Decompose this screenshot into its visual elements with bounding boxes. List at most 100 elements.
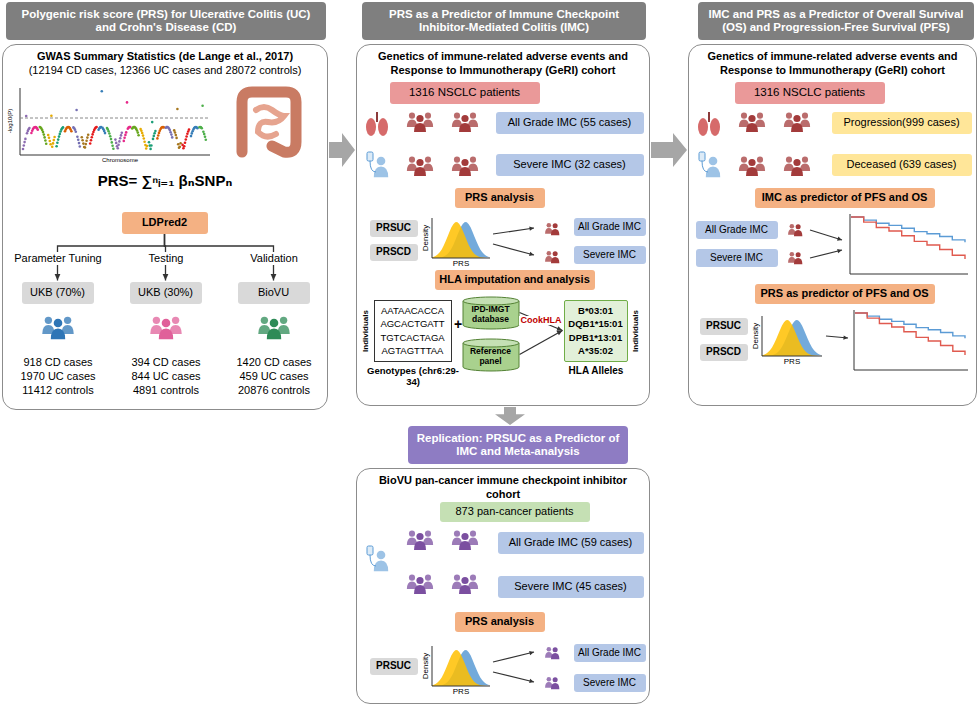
pointer-arrow (493, 672, 534, 682)
person-icon (454, 575, 460, 581)
snp-dot (156, 137, 159, 140)
snp-dot (49, 143, 52, 146)
annotation-label: Testing (146, 252, 187, 265)
score-box: PRSUC (370, 658, 418, 675)
box-text: PRSUC (706, 320, 741, 332)
snp-dot (188, 128, 191, 131)
box-text: PRSCD (376, 246, 411, 258)
survival-curve (855, 313, 965, 338)
person-icon (409, 157, 415, 163)
cylinder-body (463, 301, 519, 329)
person-icon (547, 677, 552, 682)
person-icon (746, 123, 758, 132)
snp-dot (170, 133, 173, 136)
plot-axis (762, 316, 822, 356)
edge-label: CookHLA (519, 316, 564, 326)
snp-dot (91, 133, 94, 136)
person-icon (794, 258, 802, 264)
block-arrow (651, 133, 687, 167)
connector-line (520, 331, 563, 355)
step-box: PRS analysis (455, 612, 545, 632)
box-text: PRS analysis (465, 615, 534, 628)
snp-dot (151, 121, 154, 124)
person-icon (551, 229, 559, 235)
genotype-table: AATAACACCAAGCACTGATTTGTCACTAGAAGTAGTTTAA (374, 300, 452, 362)
dataset-box: UKB (70%) (22, 282, 94, 304)
snp-dot (22, 148, 25, 151)
person-icon (547, 647, 552, 652)
box-text: All Grade IMC (578, 647, 641, 659)
annotation-label: 918 CD cases (8, 356, 108, 369)
snp-dot (111, 141, 114, 144)
box-text: PRSUC (376, 222, 411, 234)
snp-dot (111, 145, 114, 148)
plot-axis (432, 218, 490, 258)
box-text: LDPred2 (142, 216, 187, 229)
snp-dot (186, 133, 189, 136)
snp-dot (108, 132, 111, 135)
score-box: PRSUC (370, 220, 418, 237)
arrow-head (837, 249, 842, 253)
snp-dot (128, 126, 131, 129)
person-icon (790, 252, 795, 257)
person-icon (459, 123, 471, 132)
snp-dot (91, 136, 94, 139)
person-icon (377, 157, 386, 166)
colon-icon (242, 92, 296, 152)
person-icon (741, 157, 747, 163)
snp-dot (49, 140, 52, 143)
snp-dot (35, 126, 38, 129)
snp-dot (48, 137, 51, 140)
snp-dot (101, 90, 104, 93)
snp-dot (205, 139, 208, 142)
snp-dot (200, 126, 203, 129)
snp-dot (95, 126, 98, 129)
outcome-box: Severe IMC (32 cases) (496, 154, 644, 176)
person-icon (425, 157, 431, 163)
person-icon (547, 251, 552, 256)
density-curve (762, 320, 822, 356)
snp-dot (185, 138, 188, 141)
annotation-label: 20876 controls (224, 384, 324, 397)
person-icon (802, 113, 808, 119)
snp-dot (146, 145, 149, 148)
person-icon (748, 159, 755, 166)
person-icon (796, 224, 801, 229)
step-box: LDPred2 (122, 212, 208, 234)
block-arrow (329, 133, 355, 167)
panel-heading: Genetics of immune-related adverse event… (365, 50, 641, 78)
plot-axis (432, 646, 490, 686)
section-panel: Genetics of immune-related adverse event… (688, 44, 977, 406)
dataset-box: BioVU (238, 282, 310, 304)
step-box: PRS as predictor of PFS and OS (755, 284, 935, 304)
annotation-label: PRS (441, 259, 481, 269)
iv-bag-icon (699, 152, 705, 161)
person-icon (414, 585, 426, 594)
box-text: BioVU (258, 286, 289, 299)
iv-line (370, 555, 376, 566)
small-intestine-icon (256, 107, 284, 137)
snp-dot (24, 138, 27, 141)
annotation-label: PRS (772, 357, 812, 367)
arrow-head (557, 326, 563, 331)
snp-dot (120, 134, 123, 137)
connector-line (520, 313, 563, 331)
cohort-box: 1316 NSCLC patients (390, 82, 540, 104)
snp-dot (90, 139, 93, 142)
snp-dot (201, 127, 204, 130)
snp-dot (176, 108, 179, 111)
box-text: PRS as a Predictor of Immune Checkpoint … (368, 8, 640, 34)
person-icon (377, 551, 386, 560)
person-icon (172, 317, 179, 324)
snp-dot (70, 130, 73, 133)
axis-label: -log10(P) (7, 109, 14, 134)
lung-icon (376, 112, 378, 122)
snp-dot (78, 142, 81, 145)
arrow-head (529, 252, 534, 256)
section-header: IMC and PRS as a Predictor of Overall Su… (698, 2, 974, 40)
box-text: 1316 NSCLC patients (409, 86, 520, 99)
box-text: All Grade IMC (59 cases) (509, 536, 632, 549)
annotation-label: 4891 controls (116, 384, 216, 397)
person-icon (414, 123, 426, 132)
snp-dot (43, 136, 46, 139)
